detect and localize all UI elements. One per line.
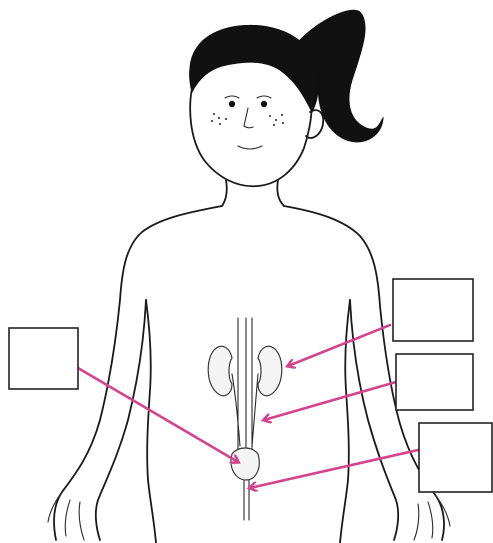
left-eyelid (225, 96, 239, 98)
left-arm-inner (96, 300, 146, 540)
arrow-to-urethra (250, 450, 418, 488)
label-box-urethra[interactable] (419, 423, 492, 492)
bladder-icon (231, 448, 259, 480)
kidney-icon-right (258, 346, 282, 395)
hair (190, 25, 319, 112)
arrow-to-ureter (264, 382, 396, 420)
left-eye (229, 101, 235, 107)
right-eye (261, 101, 267, 107)
label-box-kidney[interactable] (393, 279, 473, 341)
torso-right (340, 300, 350, 543)
arrow-to-kidney (288, 325, 390, 366)
right-arm-inner (350, 300, 398, 540)
freckles (211, 113, 284, 126)
neck-right (277, 180, 284, 206)
ureter-left (232, 374, 240, 446)
label-box-ureter[interactable] (396, 354, 473, 410)
label-box-bladder[interactable] (9, 328, 78, 389)
right-eyelid (257, 96, 271, 98)
ureter-right (252, 374, 258, 446)
neck-left (222, 180, 227, 206)
kidney-icon (208, 346, 232, 395)
nose (244, 108, 253, 128)
face-outline (190, 88, 312, 186)
mouth (238, 146, 262, 149)
torso-left (146, 300, 156, 543)
urethra (244, 480, 249, 520)
